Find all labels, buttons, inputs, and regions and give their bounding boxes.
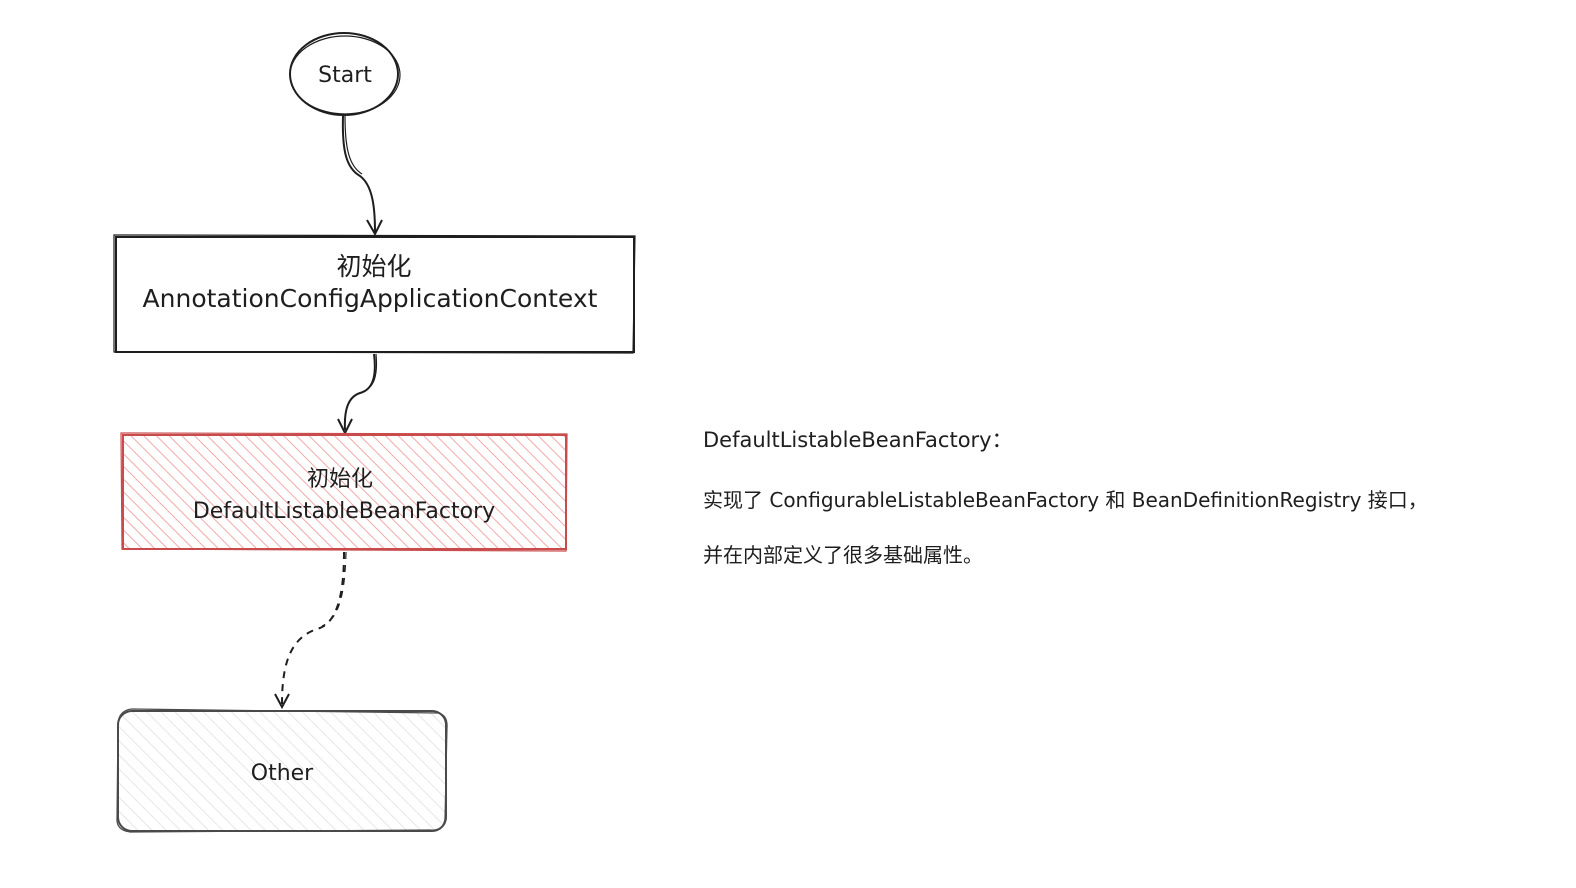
arrow-context-to-factory (337, 353, 378, 436)
arrow-factory-to-other (274, 551, 347, 710)
init-context-node: 初始化 AnnotationConfigApplicationContext (113, 234, 636, 354)
note-title: DefaultListableBeanFactory： (703, 428, 1013, 452)
init-factory-line2: DefaultListableBeanFactory (193, 499, 495, 524)
init-factory-node: 初始化 DefaultListableBeanFactory (120, 432, 568, 552)
arrow-start-to-context (341, 115, 383, 237)
other-node: Other (116, 708, 448, 833)
init-context-line1: 初始化 (336, 252, 411, 281)
other-node-label: Other (251, 761, 314, 786)
start-node: Start (289, 32, 401, 116)
init-factory-line1: 初始化 (307, 467, 373, 492)
init-context-line2: AnnotationConfigApplicationContext (143, 284, 598, 313)
start-node-label: Start (318, 63, 372, 88)
note-description-line2: 并在内部定义了很多基础属性。 (703, 543, 983, 567)
note-description-line1: 实现了 ConfigurableListableBeanFactory 和 Be… (703, 488, 1428, 512)
